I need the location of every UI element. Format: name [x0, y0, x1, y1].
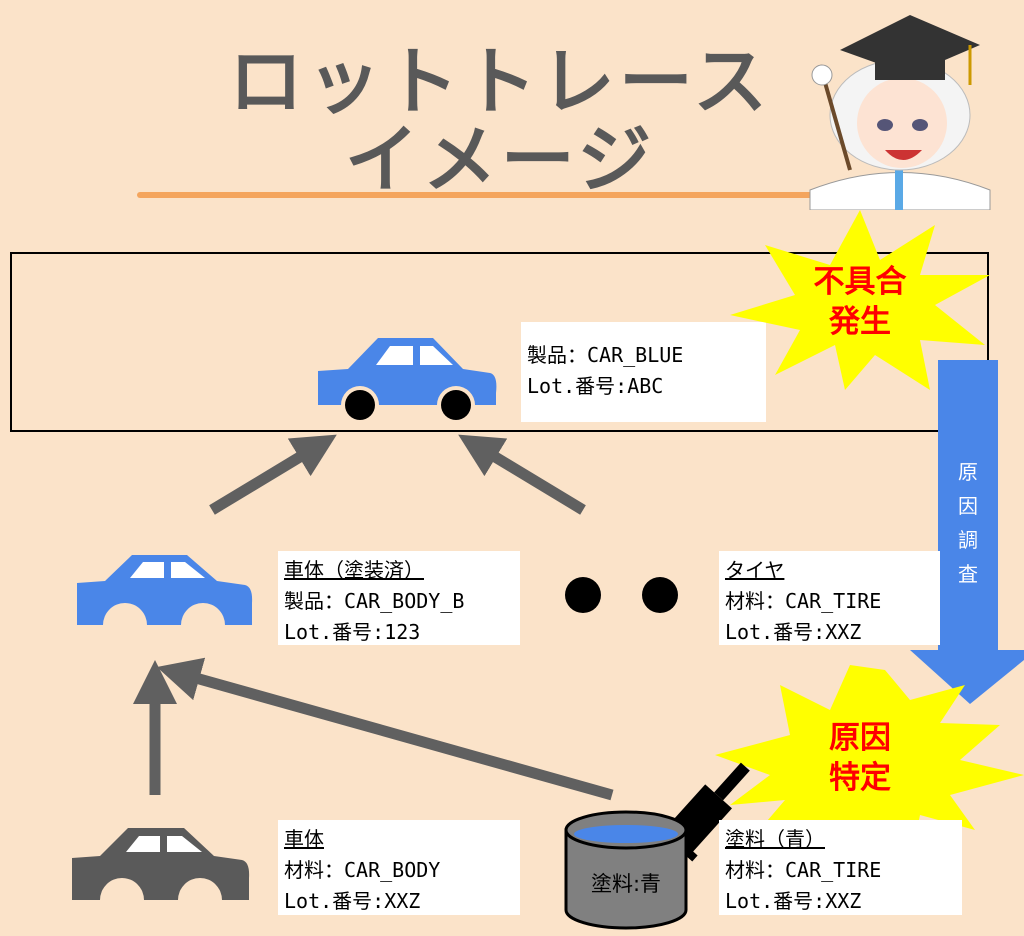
investigation-arrow: [910, 360, 1024, 704]
defect-badge-text: 不具合 発生: [800, 262, 920, 342]
tire-name: 材料：CAR_TIRE: [725, 589, 882, 613]
paint-lot: Lot.番号:XXZ: [725, 889, 862, 913]
ellipsis-dot: [642, 577, 678, 613]
car-blue-icon: [318, 338, 497, 424]
body-heading: 車体: [284, 827, 324, 851]
body-label: 車体 材料：CAR_BODY Lot.番号:XXZ: [278, 820, 520, 915]
bucket-label: 塗料:青: [590, 872, 662, 896]
cause-line-2: 特定: [829, 760, 891, 796]
product-name: 製品：CAR_BLUE: [527, 343, 684, 367]
paint-bucket-icon: [564, 762, 750, 930]
painted-body-label: 車体（塗装済） 製品：CAR_BODY_B Lot.番号:123: [278, 551, 520, 645]
title-line-1: ロットトレース: [228, 39, 772, 125]
title-underline: [137, 192, 850, 198]
investigation-char: 因: [958, 494, 978, 518]
cause-badge-text: 原因 特定: [800, 718, 920, 798]
cause-star-burst: [715, 665, 1024, 865]
arrow-paint-to-painted-body: [156, 657, 614, 801]
painted-body-name: 製品：CAR_BODY_B: [284, 589, 465, 613]
product-lot: Lot.番号:ABC: [527, 374, 664, 398]
arrow-body-to-product: [209, 434, 337, 515]
investigation-label: 原 因 調 査: [938, 455, 998, 591]
paint-heading: 塗料（青）: [725, 827, 825, 851]
investigation-char: 原: [958, 460, 978, 484]
professor-illustration: [809, 15, 991, 210]
defect-line-1: 不具合: [813, 264, 907, 300]
tire-label: タイヤ 材料：CAR_TIRE Lot.番号:XXZ: [719, 551, 940, 645]
defect-line-2: 発生: [829, 304, 891, 340]
tire-heading: タイヤ: [725, 558, 785, 582]
painted-body-heading: 車体（塗装済）: [284, 558, 424, 582]
finished-product-frame: [10, 252, 989, 432]
body-lot: Lot.番号:XXZ: [284, 889, 421, 913]
car-body-gray-icon: [72, 828, 250, 900]
tire-lot: Lot.番号:XXZ: [725, 620, 862, 644]
product-label: 製品：CAR_BLUE Lot.番号:ABC: [521, 322, 766, 422]
defect-star-burst: [730, 210, 990, 390]
investigation-char: 調: [958, 528, 978, 552]
paint-label: 塗料（青） 材料：CAR_TIRE Lot.番号:XXZ: [719, 820, 962, 915]
cause-line-1: 原因: [829, 720, 891, 756]
ellipsis-dot: [565, 577, 601, 613]
title-line-2: イメージ: [344, 117, 656, 203]
investigation-char: 査: [958, 562, 978, 586]
paint-name: 材料：CAR_TIRE: [725, 858, 882, 882]
arrow-tire-to-product: [458, 434, 586, 515]
car-body-blue-icon: [77, 555, 253, 625]
body-name: 材料：CAR_BODY: [284, 858, 441, 882]
painted-body-lot: Lot.番号:123: [284, 620, 421, 644]
